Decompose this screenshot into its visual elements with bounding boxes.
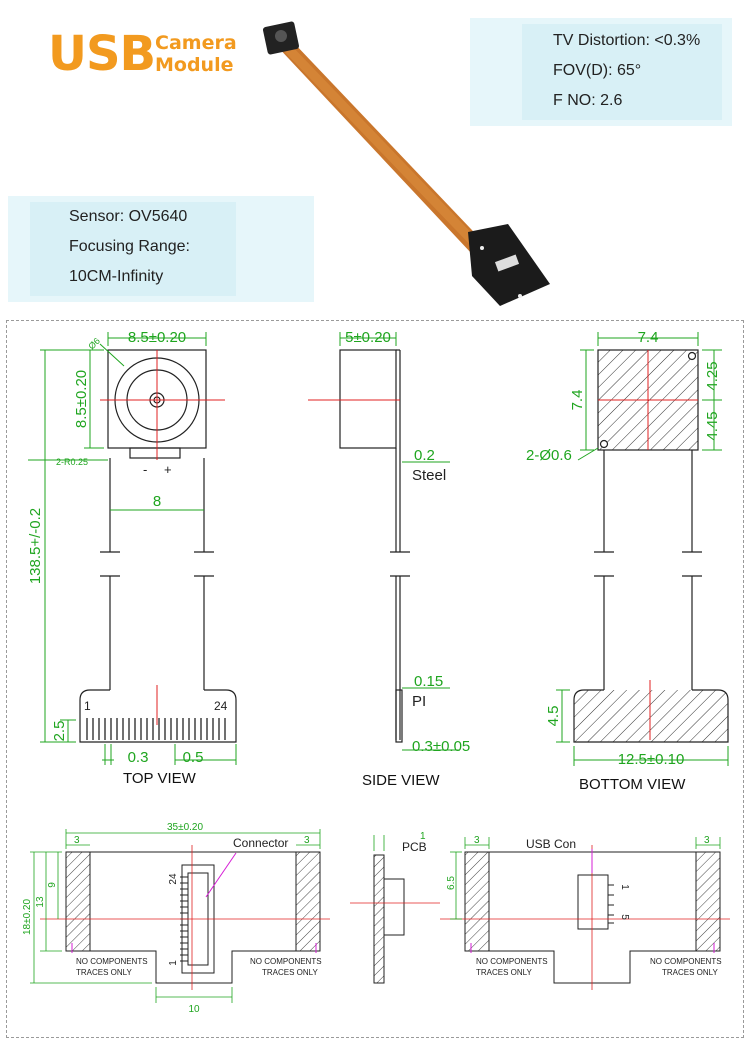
top-view-minus: - [143,462,147,477]
spec-fno: F NO: 2.6 [553,92,623,109]
bottom-view-dim-height: 7.4 [569,390,586,411]
pcb-side-connector [383,878,405,936]
spec-box-right-inner [522,24,722,120]
board1-pin-24: 24 [168,873,179,885]
usb-board-pin-5: 5 [619,914,630,920]
board1-traces-right: TRACES ONLY [262,968,319,977]
side-view-dim-end: 0.3±0.05 [412,738,470,755]
spec-focus-range: 10CM-Infinity [69,268,164,285]
brand-subtitle: Camera Module [155,32,237,76]
board1-dim-18: 18±0.20 [22,899,33,936]
side-view-drawing: 5±0.20 0.2 Steel 0.15 PI 0.3±0.05 [308,329,470,755]
bottom-view-dim-tail-h: 4.5 [545,706,562,727]
top-view-drawing: 8.5±0.20 8.5±0.20 Ø6 2-R0.25 8 138.5+/-0… [27,329,237,766]
bottom-view-dim-top: 4.25 [704,361,721,390]
top-view-dim-width: 8.5±0.20 [128,329,186,346]
usb-board-no-comp-left: NO COMPONENTS [476,957,548,966]
top-view-dim-pitch: 0.3 [128,749,149,766]
board1-dim-margin-right: 3 [304,835,310,846]
usb-board-connector [577,874,609,930]
side-view-title: SIDE VIEW [362,772,440,789]
connector-board [468,224,550,306]
drawing-frame [6,320,744,1038]
board1-dim-13: 13 [35,896,46,908]
top-view-dim-corner: 2-R0.25 [56,457,88,467]
board1-dim-total: 35±0.20 [167,822,204,833]
spec-box-left-inner [30,202,236,296]
bottom-view-hole-right [687,351,697,361]
bottom-view-tail [573,689,729,743]
board1-traces-left: TRACES ONLY [76,968,133,977]
top-view-dim-height: 8.5±0.20 [73,370,90,428]
lens-head [262,21,300,55]
top-view-dim-edge: 0.5 [183,749,204,766]
usb-board-dim-65: 6.5 [446,876,457,890]
bottom-view-drawing: 7.4 7.4 4.25 4.45 2-Ø0.6 4.5 12.5±0.10 [526,329,729,768]
top-view-pins [86,718,226,740]
top-view-plus: + [164,462,172,477]
board1-connector-pins [180,876,188,962]
top-view-pin-first: 1 [84,699,91,713]
pcb-side-label: PCB [402,840,427,854]
bottom-view-dim-width: 7.4 [638,329,659,346]
bottom-view-hole-left [599,439,609,449]
top-view-pin-last: 24 [214,699,228,713]
top-view-dim-tail: 2.5 [51,721,68,742]
bottom-view-dim-bottom: 4.45 [704,411,721,440]
board-drawings: 35±0.20 3 3 Connector 18±0.20 13 9 24 1 … [22,822,730,1015]
usb-board-dim-margin-left: 3 [474,835,480,846]
spec-fov: FOV(D): 65° [553,62,642,79]
side-view-dim-steel: 0.2 [414,447,435,464]
board1-keepout-left [65,851,91,952]
board1-keepout-right [295,851,321,952]
top-view-tail [79,689,237,743]
top-view-dim-length: 138.5+/-0.2 [27,508,44,584]
camera-module-photo [262,21,550,306]
bottom-view-title: BOTTOM VIEW [579,776,686,793]
side-view-dim-depth: 5±0.20 [345,329,391,346]
usb-board-keepout-left [464,851,490,952]
brand-subtitle-line1: Camera [155,32,237,54]
top-view-title: TOP VIEW [123,770,196,787]
spec-distortion: TV Distortion: <0.3% [553,32,701,49]
bottom-view-dim-tail-w: 12.5±0.10 [618,751,685,768]
usb-board-no-comp-right: NO COMPONENTS [650,957,722,966]
pcb-side-board [373,854,385,984]
board1-no-comp-right: NO COMPONENTS [250,957,322,966]
usb-board-connector-pins [608,884,614,924]
usb-board-dim-margin-right: 3 [704,835,710,846]
board1-connector-label: Connector [233,836,288,850]
side-view-dim-pi: 0.15 [414,673,443,690]
side-view-body [339,349,397,449]
side-view-pi-label: PI [412,693,426,710]
board1-dim-9: 9 [47,882,58,888]
board1-pin-1: 1 [168,960,179,966]
board1-dim-margin-left: 3 [74,835,80,846]
brand-usb-logo: USB [48,26,156,82]
board1-dim-10: 10 [188,1004,200,1015]
spec-sensor: Sensor: OV5640 [69,208,188,225]
usb-board-traces-left: TRACES ONLY [476,968,533,977]
usb-board-keepout-right [695,851,721,952]
usb-board-traces-right: TRACES ONLY [662,968,719,977]
side-view-steel-label: Steel [412,467,446,484]
usb-board-pin-1: 1 [619,884,630,890]
usb-board-con-label: USB Con [526,837,576,851]
top-view-dim-cable: 8 [153,493,161,510]
board1-no-comp-left: NO COMPONENTS [76,957,148,966]
pcb-side-dim: 1 [420,831,426,842]
brand-subtitle-line2: Module [155,54,234,76]
bottom-view-dim-holes: 2-Ø0.6 [526,447,572,464]
spec-focus-label: Focusing Range: [69,238,190,255]
flex-cable [275,42,490,254]
top-view-pad [129,447,181,459]
top-view-dim-diameter: Ø6 [86,336,102,352]
